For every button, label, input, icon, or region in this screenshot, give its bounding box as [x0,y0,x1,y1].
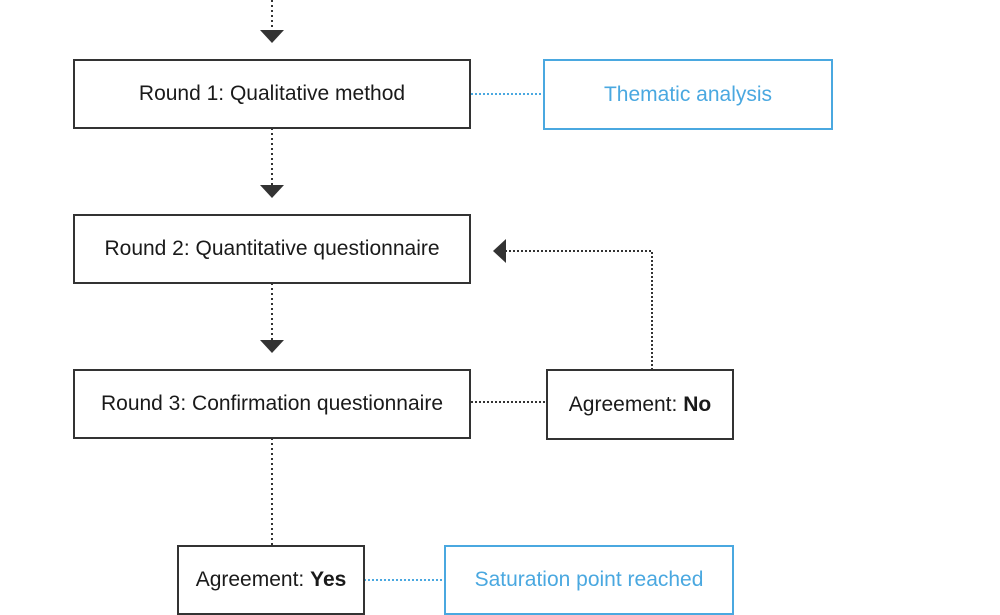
saturation-point-box: Saturation point reached [444,545,734,615]
agreement-no-box: Agreement: No [546,369,734,440]
agreement-yes-value: Yes [310,568,347,591]
arrowhead-to-round1 [260,30,284,43]
arrowhead-to-round3 [260,340,284,353]
agreement-yes-box: Agreement: Yes [177,545,365,615]
round3-label: Round 3: Confirmation questionnaire [100,392,444,415]
agreement-no-value: No [683,392,712,416]
arrowhead-loop-to-round2 [493,239,506,263]
connector-loop-back [506,250,653,370]
round2-label: Round 2: Quantitative questionnaire [104,237,440,260]
arrowhead-to-round2 [260,185,284,198]
round3-box: Round 3: Confirmation questionnaire [73,369,471,439]
agreement-no-prefix: Agreement: [568,392,684,416]
saturation-point-label: Saturation point reached [474,568,704,591]
thematic-analysis-label: Thematic analysis [603,82,773,106]
flow-diagram [260,0,653,581]
round1-label: Round 1: Qualitative method [138,82,406,105]
agreement-yes-prefix: Agreement: [195,568,311,591]
round1-box: Round 1: Qualitative method [73,59,471,129]
thematic-analysis-box: Thematic analysis [543,59,833,130]
round2-box: Round 2: Quantitative questionnaire [73,214,471,284]
